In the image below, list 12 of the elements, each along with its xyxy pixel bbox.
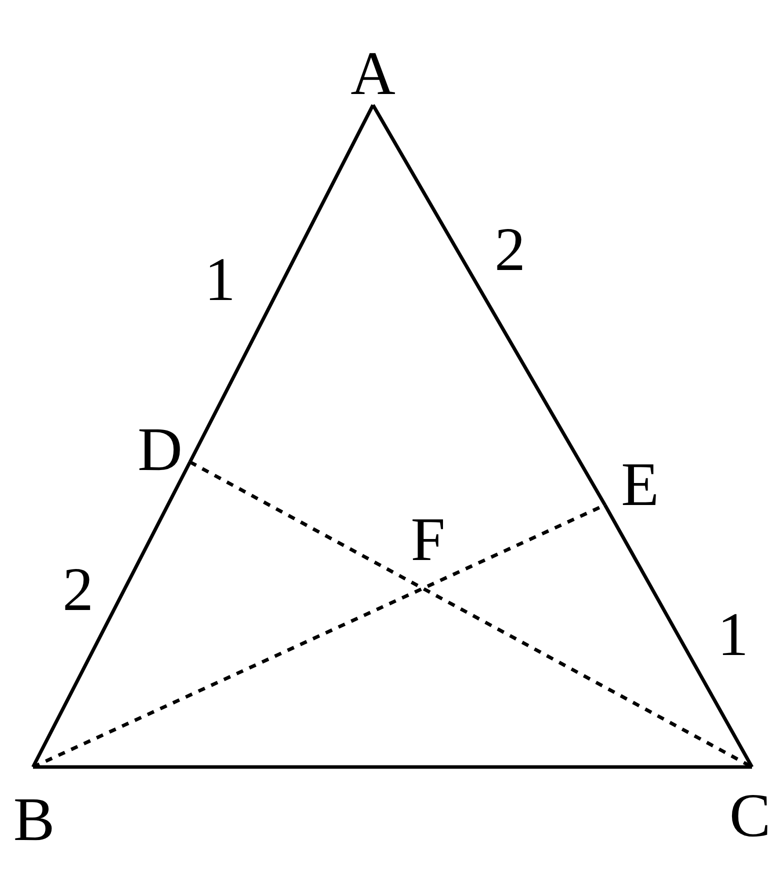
- line-segment: [33, 765, 752, 769]
- line-segment: [188, 104, 375, 463]
- point-label: F: [410, 509, 446, 571]
- point-label: C: [722, 767, 778, 847]
- line-segment: [371, 104, 607, 506]
- point-label: D: [130, 420, 190, 480]
- dashed-line: [189, 460, 753, 769]
- line-segment: [603, 504, 754, 768]
- point-label: A: [348, 40, 398, 105]
- line-segment: [31, 461, 192, 768]
- point-label: E: [605, 455, 675, 515]
- point-label: B: [6, 767, 62, 851]
